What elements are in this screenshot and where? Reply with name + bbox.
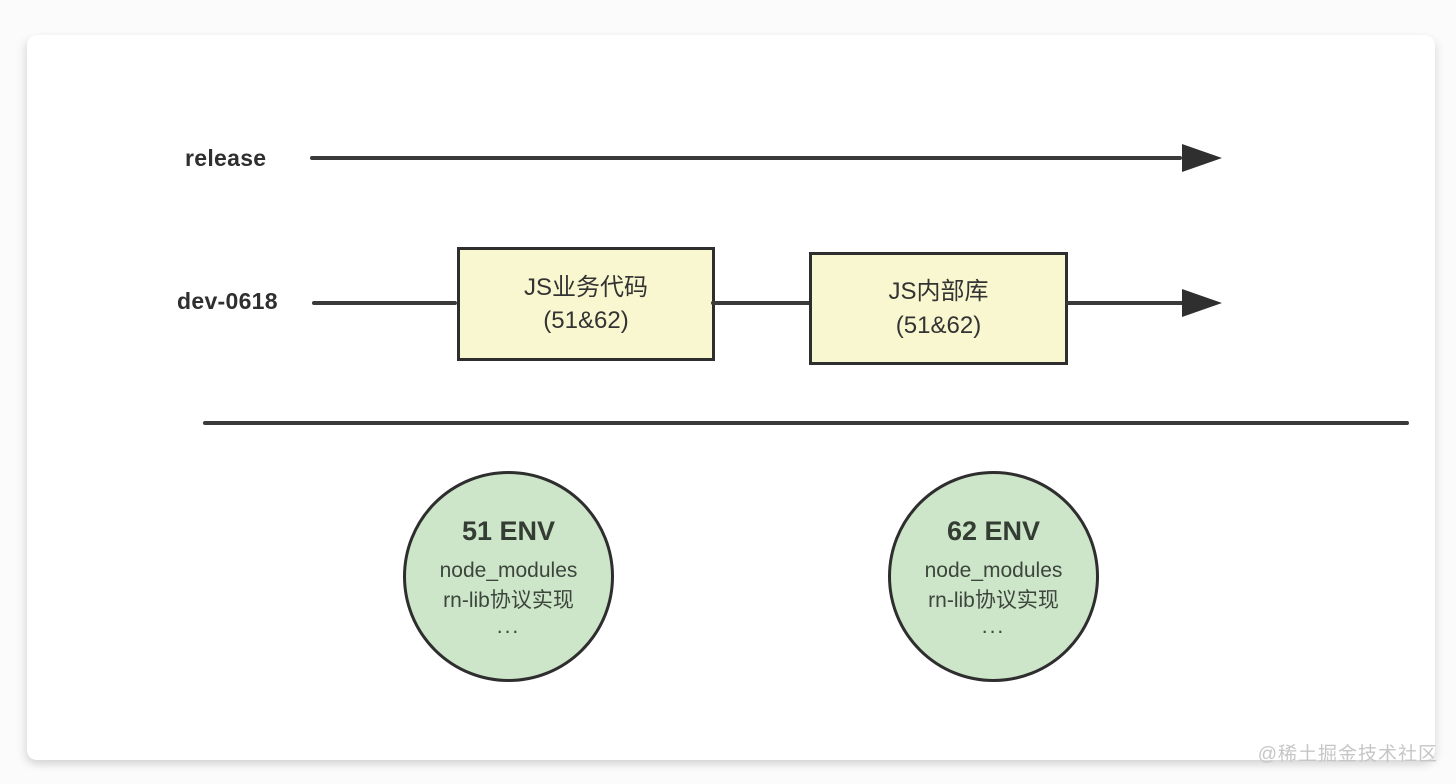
env-detail-line: node_modules — [924, 558, 1063, 582]
dev-branch-line-segment-1 — [312, 301, 457, 305]
node-js-internal-lib: JS内部库 (51&62) — [809, 252, 1068, 365]
branch-label-dev-0618: dev-0618 — [177, 288, 278, 314]
release-arrowhead-icon — [1182, 144, 1222, 172]
dev-branch-line-segment-2 — [711, 301, 811, 305]
env-circle-51: 51 ENV node_modules rn-lib协议实现 ... — [403, 471, 614, 682]
dev-arrowhead-icon — [1182, 289, 1222, 317]
env-circle-62: 62 ENV node_modules rn-lib协议实现 ... — [888, 471, 1099, 682]
env-detail-line: node_modules — [439, 558, 578, 582]
env-ellipsis: ... — [981, 615, 1006, 639]
node-subtitle: (51&62) — [543, 307, 629, 334]
env-detail-line: rn-lib协议实现 — [443, 589, 574, 612]
watermark: @稀土掘金技术社区 — [1257, 744, 1438, 765]
release-branch-line — [310, 156, 1182, 160]
diagram-card: release dev-0618 JS业务代码 (51&62) JS内部库 (5… — [27, 35, 1435, 760]
branch-label-release: release — [185, 145, 267, 171]
node-subtitle: (51&62) — [895, 311, 982, 339]
node-title: JS业务代码 — [523, 273, 648, 301]
node-js-business-code: JS业务代码 (51&62) — [457, 247, 715, 361]
env-ellipsis: ... — [496, 615, 521, 639]
env-title: 62 ENV — [946, 515, 1041, 546]
dev-branch-line-segment-3 — [1066, 301, 1184, 305]
env-detail-line: rn-lib协议实现 — [928, 589, 1059, 612]
node-title: JS内部库 — [888, 278, 989, 306]
env-title: 51 ENV — [461, 515, 556, 546]
section-divider-line — [203, 421, 1409, 425]
